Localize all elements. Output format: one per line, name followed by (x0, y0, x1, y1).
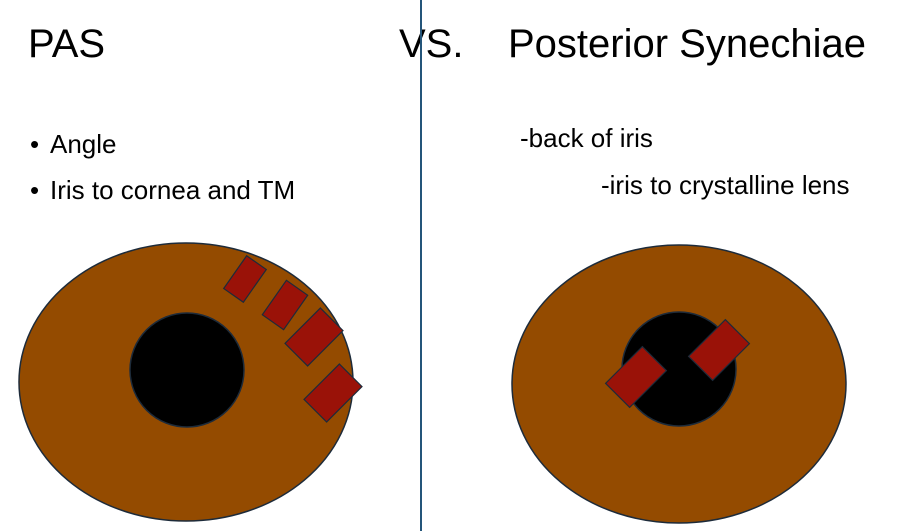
pas-synechia-band (261, 279, 309, 331)
pas-synechia-band (303, 363, 363, 423)
posterior-synechiae-eye-diagram (511, 244, 847, 524)
pas-eye-diagram (18, 242, 363, 522)
pas-pupil (129, 312, 245, 428)
pas-synechia-band (222, 254, 268, 304)
pas-title: PAS (28, 22, 106, 66)
pas-bullet-list: Angle Iris to cornea and TM (30, 121, 295, 213)
posterior-synechia-band (604, 345, 668, 409)
pas-synechia-band (284, 307, 344, 367)
posterior-synechiae-title: Posterior Synechiae (508, 22, 866, 66)
posterior-synechia-band (687, 318, 751, 382)
pas-bullet-angle: Angle (30, 121, 295, 167)
vs-label: VS. (399, 22, 464, 66)
posterior-note-iris-to-lens: -iris to crystalline lens (601, 170, 850, 200)
posterior-note-back-of-iris: -back of iris (520, 123, 653, 153)
pas-bullet-iris-to-cornea: Iris to cornea and TM (30, 167, 295, 213)
center-divider (420, 0, 422, 531)
